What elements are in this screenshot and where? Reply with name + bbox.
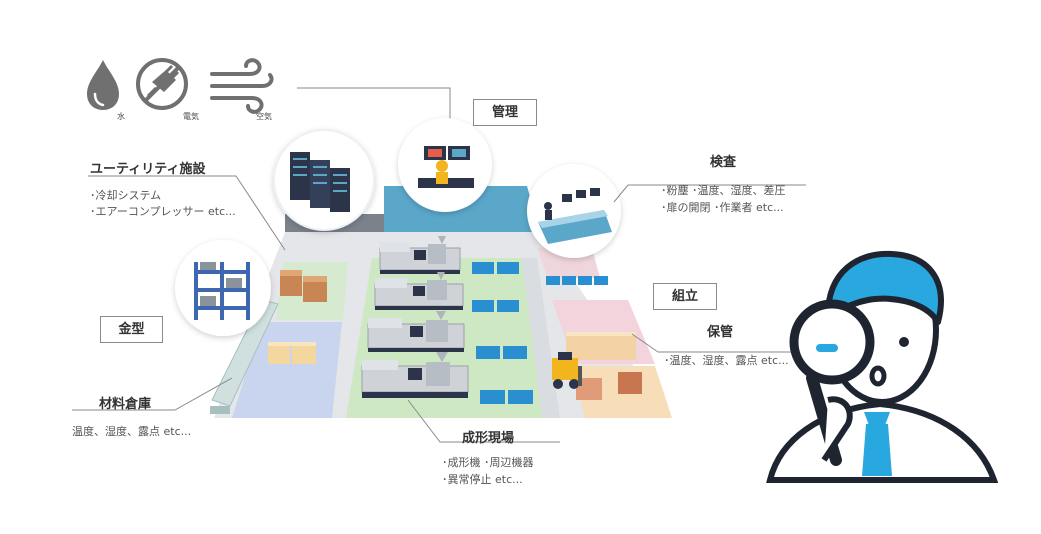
control-room-icon [418,146,474,188]
inspection-line-1: ･粉塵 ･温度、湿度、差圧 [661,184,786,197]
electric-plug-icon [136,58,188,110]
molding-floor-line-2: ･異常停止 etc... [442,473,523,486]
storage-line-1: ･温度、湿度、露点 etc... [664,354,789,367]
material-warehouse-line-1: 温度、湿度、露点 etc... [72,425,192,438]
cartons [268,270,642,400]
molding-floor-title: 成形現場 [462,431,515,446]
inspection-room-icon [538,188,612,244]
utility-title: ユーティリティ施設 [90,162,206,177]
blue-containers [472,262,608,404]
server-rack-icon [290,152,350,212]
label-management: 管理 [473,99,537,126]
air-label: 空気 [256,112,272,121]
label-assembly: 組立 [653,283,717,310]
molding-floor-line-1: ･成形機 ･周辺機器 [442,456,534,469]
storage-title: 保管 [707,325,734,340]
inspection-title: 検査 [710,155,737,170]
inspection-line-2: ･扉の開閉 ･作業者 etc... [661,201,784,214]
person-with-magnifier [766,250,999,483]
water-label: 水 [117,112,125,121]
water-drop-icon [87,60,119,110]
forklift [552,352,582,389]
air-flow-icon [210,58,274,114]
utility-line-2: ･エアーコンプレッサー etc... [90,205,236,218]
electricity-label: 電気 [183,112,199,121]
label-mold: 金型 [100,316,163,343]
molding-machines [361,236,469,398]
storage-rack-icon [194,262,250,320]
material-warehouse-title: 材料倉庫 [99,397,152,412]
utility-line-1: ･冷却システム [90,189,162,202]
